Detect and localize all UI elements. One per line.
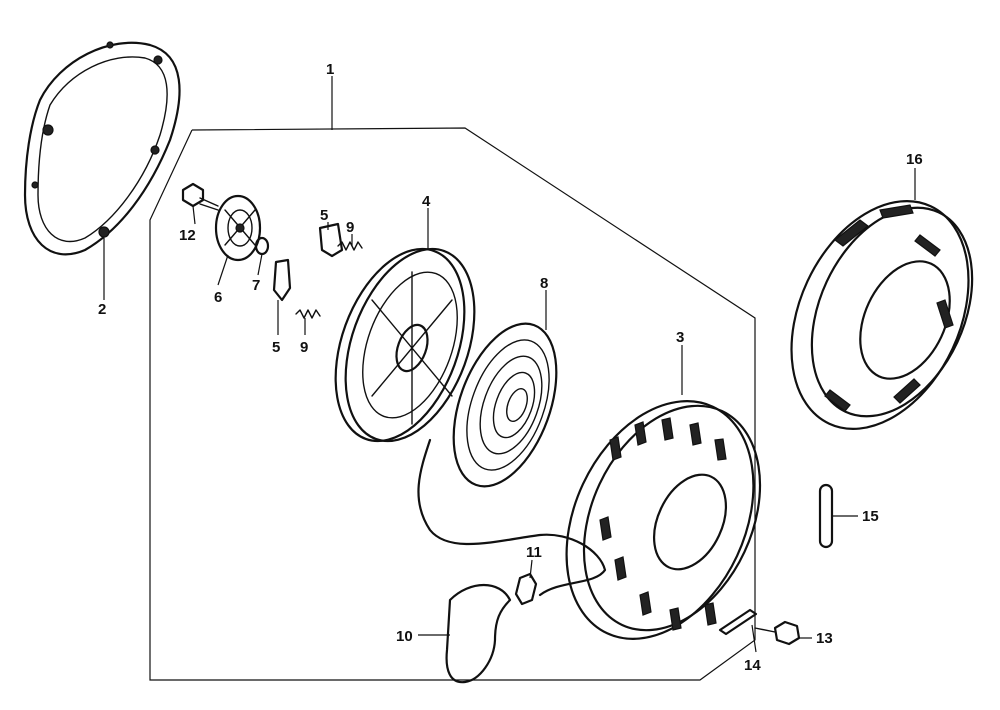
callout-10: 10	[396, 628, 413, 645]
ratchet-lower	[272, 258, 292, 302]
recoil-spring	[452, 322, 558, 488]
callout-12: 12	[179, 227, 196, 244]
callout-9a: 9	[346, 219, 354, 236]
callout-5b: 5	[272, 339, 280, 356]
rope-pin	[514, 572, 538, 606]
callout-16: 16	[906, 151, 923, 168]
callout-4: 4	[422, 193, 431, 210]
spring-upper	[337, 241, 363, 251]
callout-5a: 5	[320, 207, 328, 224]
callout-11: 11	[526, 544, 542, 561]
pin-15	[818, 483, 834, 549]
ratchet-upper	[318, 222, 344, 258]
callout-14: 14	[744, 657, 761, 674]
ratchet-guide	[214, 194, 262, 262]
bolt-12	[181, 182, 219, 211]
callout-6: 6	[214, 289, 222, 306]
callout-1: 1	[326, 61, 334, 78]
callout-13: 13	[816, 630, 833, 647]
assembly-outline	[149, 127, 756, 681]
callout-3: 3	[676, 329, 684, 346]
starter-reel	[334, 247, 476, 443]
starter-grip	[445, 584, 512, 684]
pulley-cover	[790, 200, 974, 430]
starter-case	[565, 400, 762, 640]
leader-lines	[103, 76, 916, 653]
flange-bolt-13	[754, 620, 801, 646]
spring-lower	[295, 309, 321, 319]
gasket-ring	[23, 41, 181, 256]
callout-9b: 9	[300, 339, 308, 356]
callout-15: 15	[862, 508, 879, 525]
callout-2: 2	[98, 301, 106, 318]
callout-7: 7	[252, 277, 260, 294]
pin-14	[718, 608, 758, 636]
starter-rope	[417, 438, 607, 597]
callout-8: 8	[540, 275, 548, 292]
friction-spring	[254, 236, 270, 256]
